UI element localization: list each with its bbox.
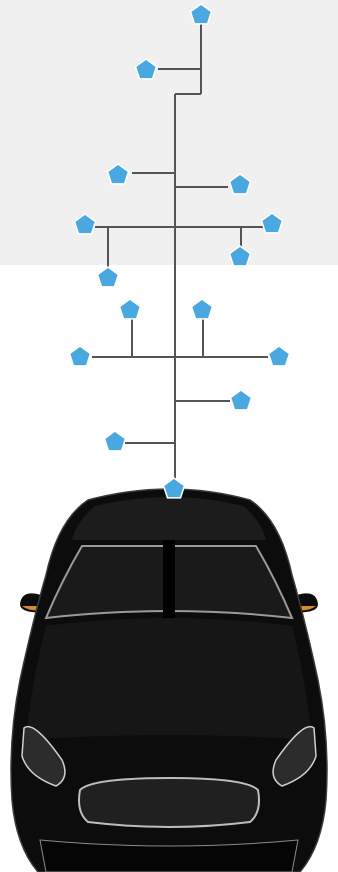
pentagon-node-icon (228, 173, 252, 195)
right-headlight (272, 726, 317, 787)
pentagon-node-icon (73, 213, 97, 235)
top-panel (0, 0, 338, 265)
pentagon-node-icon (106, 163, 130, 185)
pentagon-node-icon (260, 212, 284, 234)
pentagon-node-icon (267, 345, 291, 367)
left-headlight (21, 726, 66, 787)
tree-nodes (68, 3, 291, 499)
pentagon-node-icon (189, 3, 213, 25)
hood (26, 618, 312, 740)
car-icon (10, 488, 328, 872)
pentagon-node-icon (162, 477, 186, 499)
pentagon-node-icon (68, 345, 92, 367)
pentagon-node-icon (103, 430, 127, 452)
pentagon-node-icon (96, 266, 120, 288)
lower-intake (39, 839, 299, 872)
pentagon-node-icon (229, 389, 253, 411)
roof (72, 497, 266, 540)
pentagon-node-icon (190, 298, 214, 320)
grille (78, 776, 260, 828)
tree-lines (92, 22, 268, 480)
pentagon-node-icon (118, 298, 142, 320)
center-stripe (163, 540, 175, 620)
pentagon-node-icon (228, 245, 252, 267)
pentagon-node-icon (134, 58, 158, 80)
